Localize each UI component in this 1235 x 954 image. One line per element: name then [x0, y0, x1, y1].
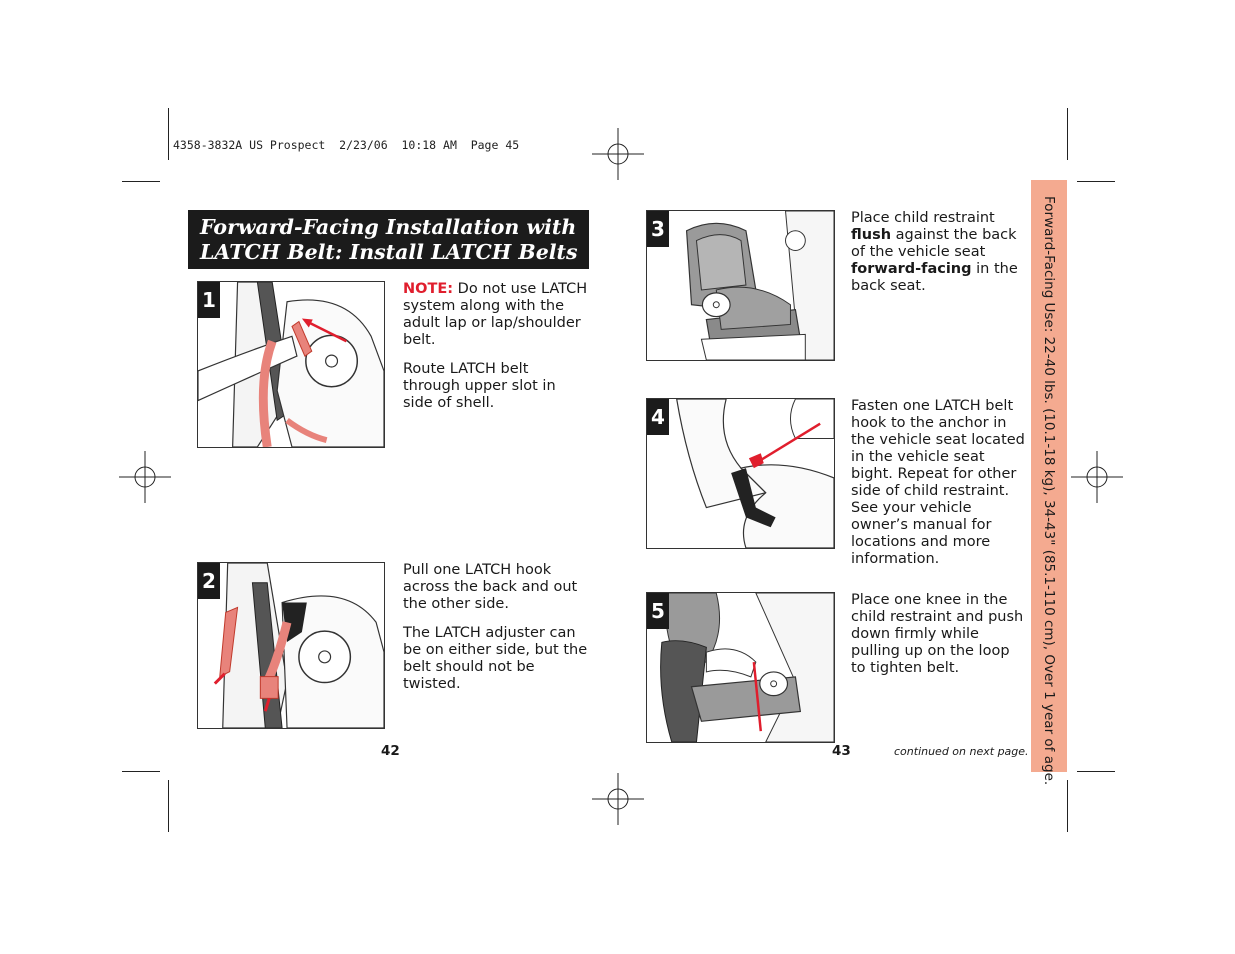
note-text: Do not use LATCH system along with the a…: [403, 281, 588, 348]
crop-mark: [1077, 771, 1115, 772]
step-3-bold-1: flush: [851, 227, 892, 243]
crop-mark: [168, 780, 169, 832]
step-3-bold-2: forward-facing: [851, 261, 972, 277]
step-4-instruction: Fasten one LATCH belt hook to the anchor…: [851, 398, 1025, 567]
step-number-3: 3: [647, 211, 669, 247]
step-5-text: Place one knee in the child restraint an…: [851, 592, 1026, 689]
step-3-instruction: Place child restraint flush against the …: [851, 210, 1026, 295]
step-1-illustration: 1: [197, 281, 385, 448]
step-2-instruction: Pull one LATCH hook across the back and …: [403, 562, 578, 612]
registration-mark-icon: [592, 128, 644, 180]
step-2-illustration: 2: [197, 562, 385, 729]
step-3-text-part-3: in the back seat.: [851, 261, 1018, 294]
step-number-4: 4: [647, 399, 669, 435]
step-number-2: 2: [198, 563, 220, 599]
crop-mark: [168, 108, 169, 160]
section-title-line-1: Forward-Facing Installation with: [200, 215, 577, 239]
step-5-instruction: Place one knee in the child restraint an…: [851, 592, 1024, 676]
crop-mark: [1077, 181, 1115, 182]
section-title: Forward-Facing Installation with LATCH B…: [188, 210, 589, 269]
note-label: NOTE:: [403, 281, 454, 297]
step-3-text-part-2: against the back of the vehicle seat: [851, 227, 1017, 260]
step-3-text-part-1: Place child restraint: [851, 210, 995, 226]
registration-mark-icon: [119, 451, 171, 503]
page-number-right: 43: [832, 743, 851, 759]
crop-mark: [1067, 780, 1068, 832]
step-1-note: NOTE: Do not use LATCH system along with…: [403, 281, 588, 349]
step-2-instruction-2: The LATCH adjuster can be on either side…: [403, 625, 588, 692]
crop-mark: [122, 181, 160, 182]
step-1-instruction: Route LATCH belt through upper slot in s…: [403, 361, 556, 411]
crop-mark: [122, 771, 160, 772]
side-tab-text: Forward-Facing Use: 22-40 lbs. (10.1-18 …: [1041, 196, 1057, 786]
registration-mark-icon: [592, 773, 644, 825]
step-number-5: 5: [647, 593, 669, 629]
step-2-text: Pull one LATCH hook across the back and …: [403, 562, 593, 705]
section-title-line-2: LATCH Belt: Install LATCH Belts: [200, 240, 578, 264]
crop-mark: [1067, 108, 1068, 160]
page-number-left: 42: [381, 743, 400, 759]
step-number-1: 1: [198, 282, 220, 318]
continued-note: continued on next page.: [894, 745, 1029, 758]
print-slug: 4358-3832A US Prospect 2/23/06 10:18 AM …: [173, 138, 520, 152]
step-4-illustration: 4: [646, 398, 835, 549]
step-5-illustration: 5: [646, 592, 835, 743]
registration-mark-icon: [1071, 451, 1123, 503]
step-4-text: Fasten one LATCH belt hook to the anchor…: [851, 398, 1026, 580]
side-tab: Forward-Facing Use: 22-40 lbs. (10.1-18 …: [1031, 180, 1067, 786]
step-1-text: NOTE: Do not use LATCH system along with…: [403, 281, 588, 424]
step-3-illustration: 3: [646, 210, 835, 361]
step-3-text: Place child restraint flush against the …: [851, 210, 1026, 307]
